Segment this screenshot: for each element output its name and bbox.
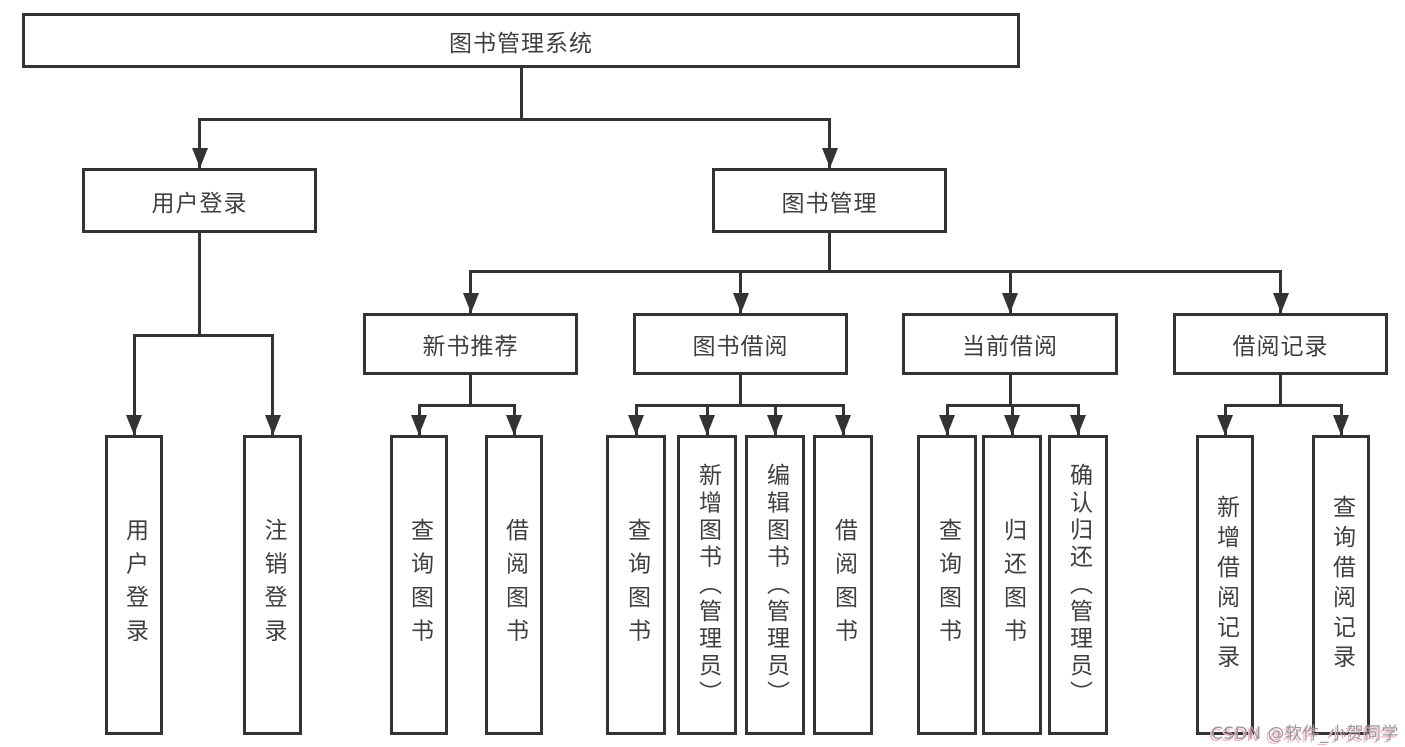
arrow-down-icon	[506, 415, 522, 435]
connector-line	[198, 117, 201, 168]
arrow-down-icon	[411, 415, 427, 435]
connector-line	[417, 403, 516, 407]
arrow-down-icon	[1272, 293, 1289, 313]
arrow-down-icon	[1004, 415, 1020, 435]
leaf-node-query-books: 查询图书	[917, 435, 977, 735]
node-book-management: 图书管理	[712, 168, 947, 233]
node-label: 新增图书（管理员）	[694, 462, 721, 708]
arrow-down-icon	[939, 415, 955, 435]
node-label: 确认归还（管理员）	[1065, 462, 1092, 708]
leaf-node-return-books: 归还图书	[982, 435, 1042, 735]
arrow-down-icon	[732, 293, 749, 313]
connector-line	[1223, 403, 1343, 407]
connector-line	[469, 373, 472, 407]
arrow-down-icon	[1217, 415, 1233, 435]
node-label: 编辑图书（管理员）	[762, 462, 789, 708]
leaf-node-add-borrow-record: 新增借阅记录	[1196, 435, 1254, 735]
connector-line	[469, 269, 1282, 273]
arrow-down-icon	[835, 415, 851, 435]
arrow-down-icon	[628, 415, 644, 435]
node-borrowing-records: 借阅记录	[1173, 313, 1388, 375]
connector-line	[469, 269, 472, 313]
connector-line	[198, 231, 201, 337]
node-label: 查询图书	[406, 518, 433, 652]
node-label: 查询图书	[934, 518, 961, 652]
arrow-down-icon	[191, 148, 208, 168]
node-label: 查询图书	[623, 518, 650, 652]
node-label: 新书推荐	[422, 334, 519, 360]
node-label: 用户登录	[121, 518, 148, 652]
leaf-node-logout: 注销登录	[243, 435, 302, 735]
node-label: 查询借阅记录	[1328, 495, 1355, 675]
arrow-down-icon	[821, 148, 838, 168]
connector-line	[1279, 269, 1282, 313]
node-label: 归还图书	[999, 518, 1026, 652]
connector-line	[828, 231, 831, 273]
leaf-node-confirm-return-admin: 确认归还（管理员）	[1048, 435, 1108, 735]
node-label: 新增借阅记录	[1212, 495, 1239, 675]
arrow-down-icon	[699, 415, 715, 435]
node-label: 图书管理系统	[449, 30, 593, 57]
watermark: CSDN @软件_小贺同学	[1211, 724, 1399, 744]
connector-line	[634, 403, 845, 407]
arrow-down-icon	[1070, 415, 1086, 435]
leaf-node-query-books: 查询图书	[390, 435, 448, 735]
arrow-down-icon	[126, 415, 142, 435]
node-current-borrowing: 当前借阅	[902, 313, 1118, 375]
node-label: 当前借阅	[962, 334, 1058, 360]
node-label: 图书借阅	[692, 334, 789, 360]
arrow-down-icon	[264, 415, 281, 435]
connector-line	[132, 333, 136, 435]
leaf-node-borrow-books: 借阅图书	[813, 435, 873, 735]
leaf-node-query-books: 查询图书	[606, 435, 666, 735]
node-book-borrowing: 图书借阅	[633, 313, 848, 375]
node-label: 借阅图书	[501, 518, 528, 652]
node-user-login: 用户登录	[82, 168, 317, 233]
node-label: 注销登录	[260, 518, 286, 652]
leaf-node-borrow-books: 借阅图书	[485, 435, 543, 735]
connector-line	[198, 117, 831, 121]
leaf-node-edit-books-admin: 编辑图书（管理员）	[745, 435, 805, 735]
node-label: 借阅记录	[1232, 334, 1329, 360]
leaf-node-add-books-admin: 新增图书（管理员）	[677, 435, 737, 735]
arrow-down-icon	[1002, 293, 1018, 313]
node-label: 图书管理	[781, 190, 878, 217]
connector-line	[519, 66, 523, 121]
connector-line	[271, 333, 274, 435]
connector-line	[739, 269, 742, 313]
connector-line	[1008, 269, 1012, 313]
node-label: 用户登录	[151, 190, 248, 217]
leaf-node-user-login: 用户登录	[105, 435, 163, 735]
node-label: 借阅图书	[830, 518, 857, 652]
arrow-down-icon	[462, 293, 479, 313]
connector-line	[828, 117, 831, 168]
connector-line	[1008, 373, 1012, 407]
node-new-book-recommendation: 新书推荐	[363, 313, 578, 375]
connector-line	[132, 333, 274, 337]
leaf-node-query-borrow-record: 查询借阅记录	[1312, 435, 1370, 735]
connector-line	[739, 373, 742, 407]
connector-line	[1279, 373, 1282, 407]
node-library-management-system: 图书管理系统	[22, 13, 1020, 68]
arrow-down-icon	[1333, 415, 1349, 435]
arrow-down-icon	[767, 415, 783, 435]
